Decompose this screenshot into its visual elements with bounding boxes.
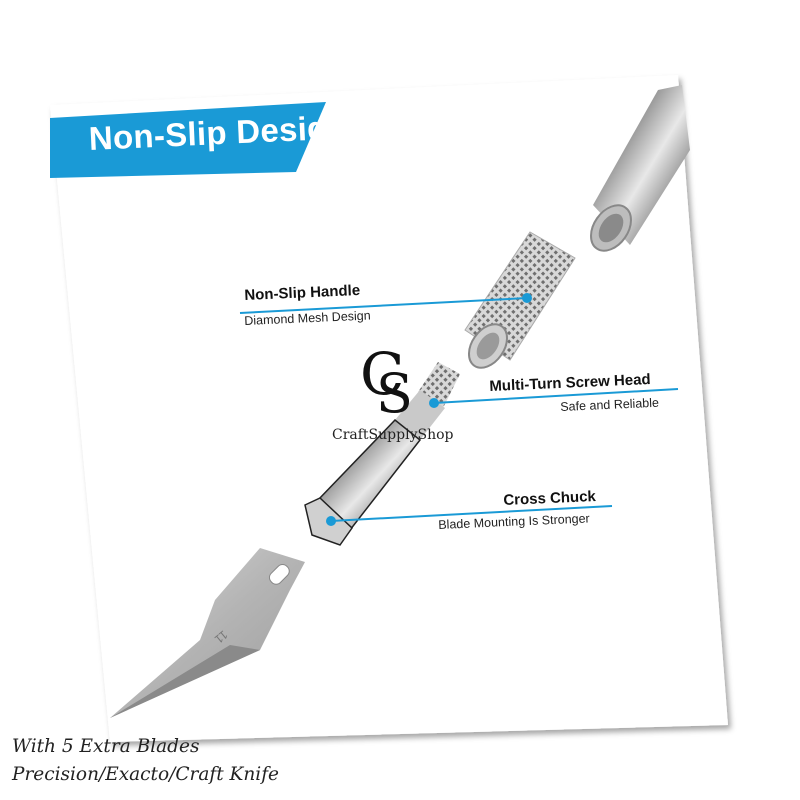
outer-tube-image	[590, 85, 690, 252]
caption-line-2: Precision/Exacto/Craft Knife	[12, 764, 279, 785]
callout-line-handle	[239, 297, 528, 314]
callout-dot-chuck	[326, 516, 336, 526]
banner-shape	[50, 102, 326, 178]
callout-line-chuck	[330, 505, 613, 522]
logo-letter-c: C	[360, 340, 405, 408]
screw-chuck-image	[304, 362, 460, 546]
card-background	[50, 75, 728, 742]
blade-image	[110, 548, 305, 718]
logo-monogram: C S	[360, 345, 413, 421]
caption-line-1: With 5 Extra Blades	[12, 736, 200, 757]
knurled-handle-image	[464, 231, 576, 369]
callout-line-screw	[433, 388, 679, 404]
callout-dot-screw	[429, 398, 439, 408]
logo-letter-s: S	[376, 362, 413, 425]
logo-name: CraftSupplyShop	[332, 427, 454, 443]
callout-dot-handle	[522, 293, 532, 303]
